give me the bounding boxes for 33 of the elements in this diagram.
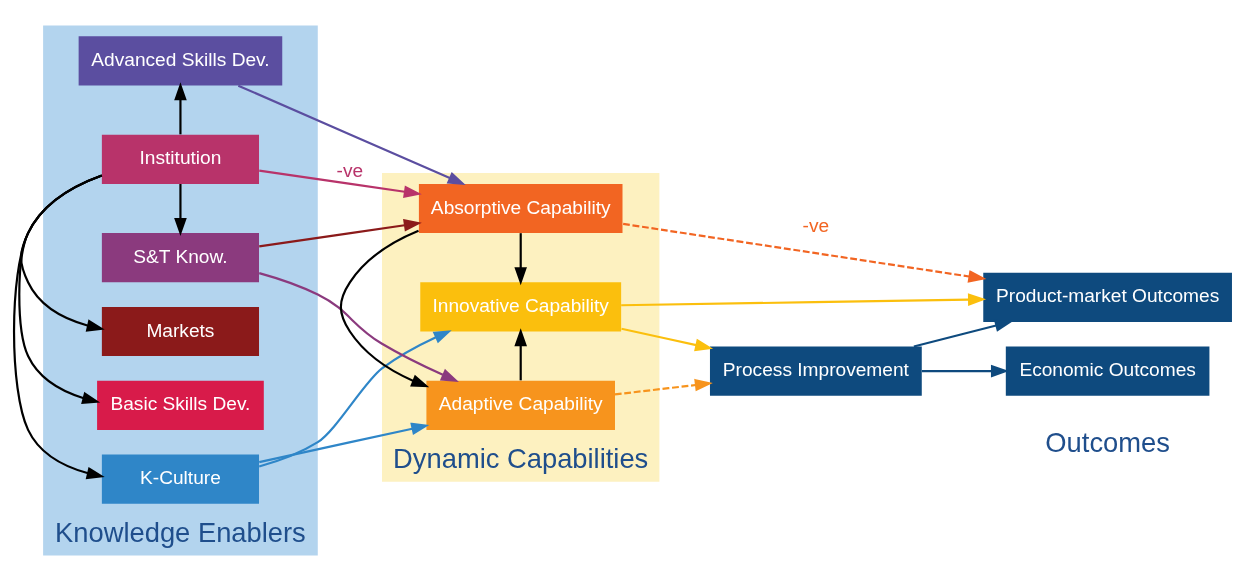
label: Outcomes xyxy=(1045,426,1170,458)
node-box: K-Culture xyxy=(101,454,259,504)
node-box: Markets xyxy=(101,306,259,356)
arrow xyxy=(621,327,714,351)
node-box: Basic Skills Dev. xyxy=(97,380,264,430)
arrow xyxy=(174,183,187,236)
arrow xyxy=(913,319,1013,347)
arrow xyxy=(18,173,103,404)
arrow xyxy=(259,169,422,198)
arrow xyxy=(514,327,528,380)
arrow xyxy=(174,81,187,134)
edge-label: -ve xyxy=(802,214,830,236)
node-box: Absorptive Capability xyxy=(418,183,623,233)
arrow xyxy=(258,271,459,382)
node-box: Product-market Outcomes xyxy=(983,272,1232,322)
node-box: Process Improvement xyxy=(709,346,922,396)
node-box: Economic Outcomes xyxy=(1005,346,1210,396)
arrow xyxy=(237,84,466,185)
arrow xyxy=(621,292,987,306)
arrow xyxy=(339,229,430,387)
node-box: Adaptive Capability xyxy=(426,380,615,430)
arrow xyxy=(259,422,430,463)
arrow xyxy=(258,329,452,467)
arrow xyxy=(614,378,713,396)
node-box: Innovative Capability xyxy=(420,281,622,331)
arrow xyxy=(514,232,528,285)
arrow xyxy=(259,218,422,247)
arrow xyxy=(12,173,105,479)
node-box: S&T Know. xyxy=(101,232,259,282)
arrow xyxy=(623,222,987,283)
node-box: Advanced Skills Dev. xyxy=(78,35,283,85)
edge-label: -ve xyxy=(336,159,364,181)
node-box: Institution xyxy=(101,134,259,184)
